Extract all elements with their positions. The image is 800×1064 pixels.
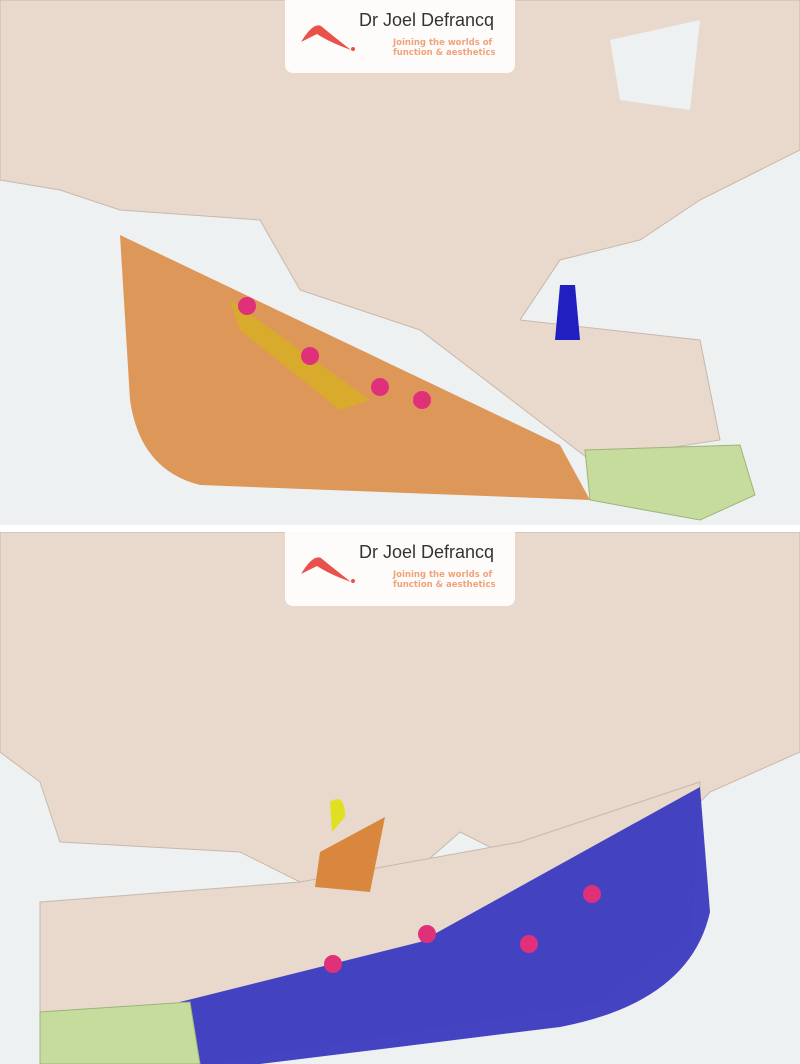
orange-implant (120, 235, 590, 500)
skull-render-mandible-implant-blue (0, 532, 800, 1064)
logo-swoosh-icon (301, 25, 355, 51)
logo-name: Dr Joel Defrancq (359, 542, 495, 562)
blue-implant (180, 787, 710, 1064)
chin-segment (39, 1001, 201, 1064)
chin-segment (584, 444, 756, 521)
screws (238, 297, 431, 409)
logo-swoosh-icon (301, 557, 355, 583)
screws (324, 885, 601, 973)
skull-render-mandible-implant-orange (0, 0, 800, 521)
logo-name: Dr Joel Defrancq (359, 10, 495, 30)
